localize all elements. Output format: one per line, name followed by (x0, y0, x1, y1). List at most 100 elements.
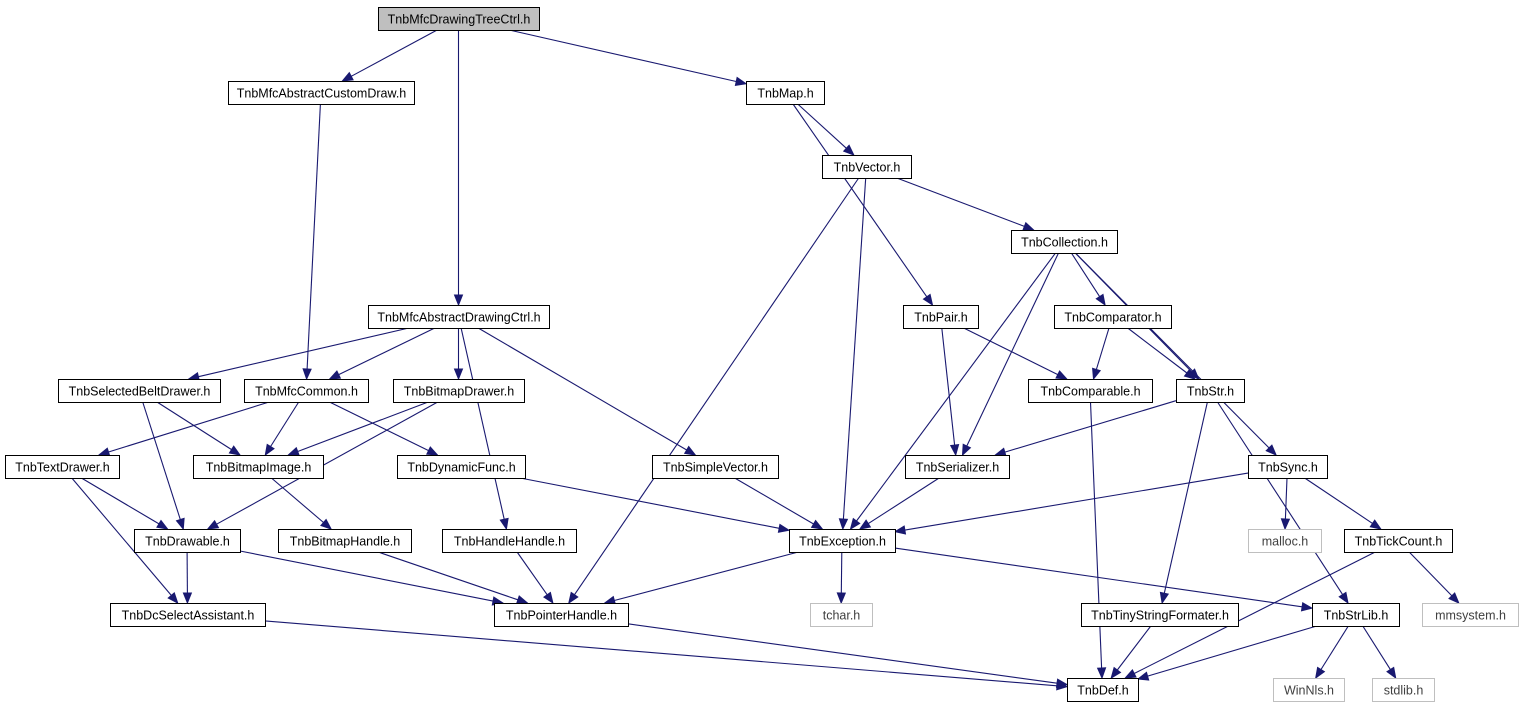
node-label: TnbComparator.h (1064, 311, 1161, 325)
node-label: TnbPair.h (914, 311, 968, 325)
node-sync[interactable]: TnbSync.h (1248, 455, 1328, 479)
node-winnls: WinNls.h (1273, 678, 1345, 702)
edge-line (1070, 252, 1101, 297)
node-label: TnbCollection.h (1021, 236, 1108, 250)
node-customdraw[interactable]: TnbMfcAbstractCustomDraw.h (228, 81, 415, 105)
node-box (244, 379, 369, 403)
node-bitmaphandle[interactable]: TnbBitmapHandle.h (278, 529, 412, 553)
node-label: WinNls.h (1284, 684, 1334, 698)
node-dynamicfunc[interactable]: TnbDynamicFunc.h (397, 455, 526, 479)
node-bitmapimage[interactable]: TnbBitmapImage.h (193, 455, 324, 479)
node-box (1248, 455, 1328, 479)
edge-line (270, 401, 300, 447)
node-pointerhandle[interactable]: TnbPointerHandle.h (494, 603, 629, 627)
node-def[interactable]: TnbDef.h (1067, 678, 1139, 702)
edge-line (1004, 400, 1177, 453)
arrow-head (734, 76, 748, 87)
node-map[interactable]: TnbMap.h (746, 81, 825, 105)
edge-line (966, 252, 1059, 447)
node-comparator[interactable]: TnbComparator.h (1054, 305, 1172, 329)
arrow-head (453, 368, 464, 381)
arrow-head (1448, 592, 1460, 604)
edge-line (868, 477, 940, 525)
node-label: TnbMfcDrawingTreeCtrl.h (388, 13, 531, 27)
node-box (393, 379, 525, 403)
arrow-head (1183, 368, 1196, 380)
node-label: TnbException.h (799, 535, 886, 549)
edge-line (198, 327, 409, 378)
node-malloc: malloc.h (1248, 529, 1322, 553)
node-box (193, 455, 324, 479)
edge-line (509, 29, 737, 83)
edge-line (894, 547, 1303, 608)
node-abstractctrl[interactable]: TnbMfcAbstractDrawingCtrl.h (368, 305, 550, 329)
node-pair[interactable]: TnbPair.h (903, 305, 979, 329)
node-str[interactable]: TnbStr.h (1176, 379, 1245, 403)
edge-line (842, 177, 867, 520)
node-bitmapdrawer[interactable]: TnbBitmapDrawer.h (393, 379, 525, 403)
edge-tinystring-to-def (1110, 625, 1152, 680)
node-tinystring[interactable]: TnbTinyStringFormater.h (1081, 603, 1239, 627)
node-tchar: tchar.h (810, 603, 873, 627)
arrow-head (1092, 367, 1102, 381)
edge-bitmaphandle-to-pointerhandle (377, 551, 529, 605)
arrow-head (182, 592, 193, 605)
edge-dcselect-to-def (264, 620, 1069, 691)
node-vector[interactable]: TnbVector.h (822, 155, 912, 179)
edge-str-to-serializer (994, 400, 1177, 457)
node-box (1067, 678, 1139, 702)
edge-line (377, 551, 519, 601)
edge-line (797, 103, 847, 149)
edge-simplevector-to-exception (734, 477, 824, 530)
node-serializer[interactable]: TnbSerializer.h (905, 455, 1010, 479)
edge-collection-to-comparator (1070, 252, 1106, 307)
node-collection[interactable]: TnbCollection.h (1011, 230, 1118, 254)
edge-line (71, 477, 172, 596)
node-stdlib: stdlib.h (1372, 678, 1435, 702)
edge-line (1075, 252, 1270, 449)
arrow-head (810, 519, 824, 530)
node-box (1273, 678, 1345, 702)
edge-map-to-pair (792, 103, 934, 307)
edge-line (896, 177, 1025, 227)
node-strlib[interactable]: TnbStrLib.h (1312, 603, 1400, 627)
edge-root-to-customdraw (341, 29, 438, 82)
edge-customdraw-to-mfccommon (302, 103, 321, 381)
arrow-head (287, 446, 300, 456)
node-simplevector[interactable]: TnbSimpleVector.h (652, 455, 779, 479)
edge-serializer-to-exception (858, 477, 940, 530)
node-exception[interactable]: TnbException.h (789, 529, 896, 553)
node-mfccommon[interactable]: TnbMfcCommon.h (244, 379, 369, 403)
dependency-edges (71, 29, 1460, 691)
edge-abstractctrl-to-mfccommon (328, 327, 436, 380)
arrow-head (1280, 518, 1291, 531)
node-label: TnbPointerHandle.h (506, 609, 617, 623)
arrow-head (568, 591, 579, 605)
node-box (1011, 230, 1118, 254)
node-box (494, 603, 629, 627)
node-root[interactable]: TnbMfcDrawingTreeCtrl.h (378, 7, 540, 31)
node-textdrawer[interactable]: TnbTextDrawer.h (5, 455, 120, 479)
arrow-head (1055, 370, 1069, 380)
node-beltdrawer[interactable]: TnbSelectedBeltDrawer.h (58, 379, 221, 403)
arrow-head (453, 294, 464, 307)
edge-line (338, 327, 436, 376)
node-comparable[interactable]: TnbComparable.h (1028, 379, 1153, 403)
node-tickcount[interactable]: TnbTickCount.h (1344, 529, 1453, 553)
node-drawable[interactable]: TnbDrawable.h (134, 529, 241, 553)
edge-line (1304, 477, 1373, 524)
edge-strlib-to-stdlib (1362, 625, 1397, 680)
node-box (397, 455, 526, 479)
arrow-head (1096, 667, 1107, 680)
node-box (1054, 305, 1172, 329)
arrow-head (949, 444, 960, 457)
edge-abstractctrl-to-handlehandle (460, 327, 509, 531)
edge-strlib-to-def (1136, 625, 1317, 681)
node-handlehandle[interactable]: TnbHandleHandle.h (442, 529, 577, 553)
arrow-head (341, 71, 354, 82)
node-label: TnbSerializer.h (916, 461, 999, 475)
node-dcselect[interactable]: TnbDcSelectAssistant.h (110, 603, 266, 627)
edge-line (1127, 327, 1188, 374)
edge-line (460, 327, 505, 520)
